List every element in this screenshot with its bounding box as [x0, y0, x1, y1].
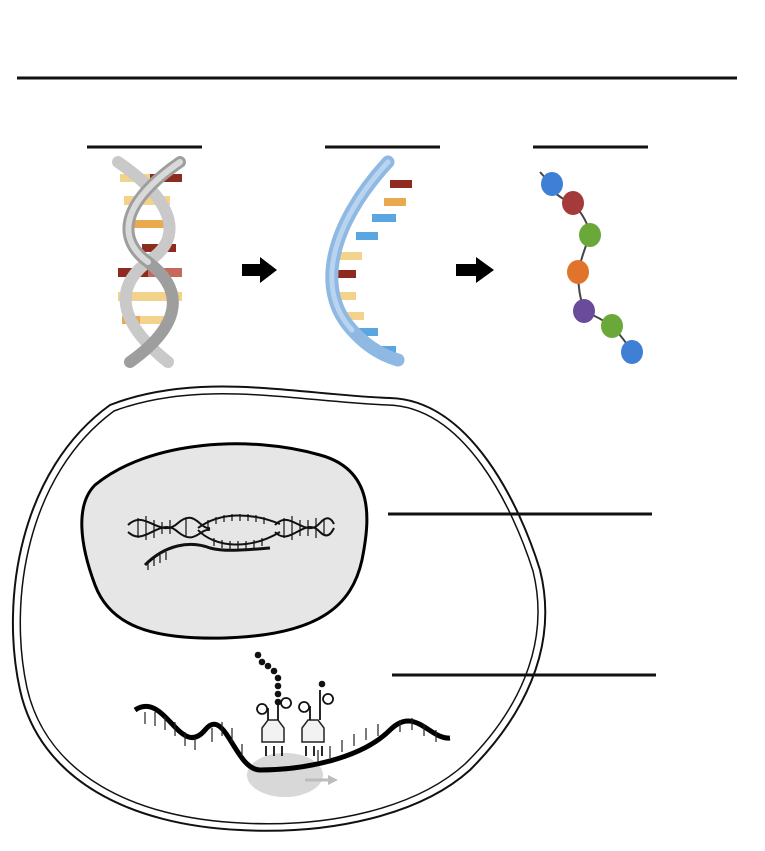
ribosome-small-subunit	[247, 753, 323, 797]
amino-acid-1	[541, 172, 563, 196]
arrow-right-icon	[456, 257, 494, 283]
transcription-bubble-icon	[127, 514, 335, 570]
cell-membrane	[11, 385, 547, 832]
amino-acid-2	[562, 191, 584, 215]
mrna-strand-icon	[325, 155, 412, 367]
protein-chain-icon	[539, 171, 643, 364]
cell-membrane-inner	[19, 393, 539, 825]
amino-acid-6	[601, 314, 623, 338]
amino-acid-7	[621, 340, 643, 364]
nucleus	[80, 442, 369, 640]
polypeptide-chain	[254, 651, 326, 706]
translation-ribosome-icon	[133, 651, 451, 797]
mrna-strand	[133, 703, 451, 773]
dna-double-helix-icon	[112, 156, 186, 368]
arrow-right-icon	[242, 257, 277, 283]
amino-acid-5	[573, 299, 595, 323]
amino-acid-3	[579, 223, 601, 247]
amino-acid-4	[567, 260, 589, 284]
